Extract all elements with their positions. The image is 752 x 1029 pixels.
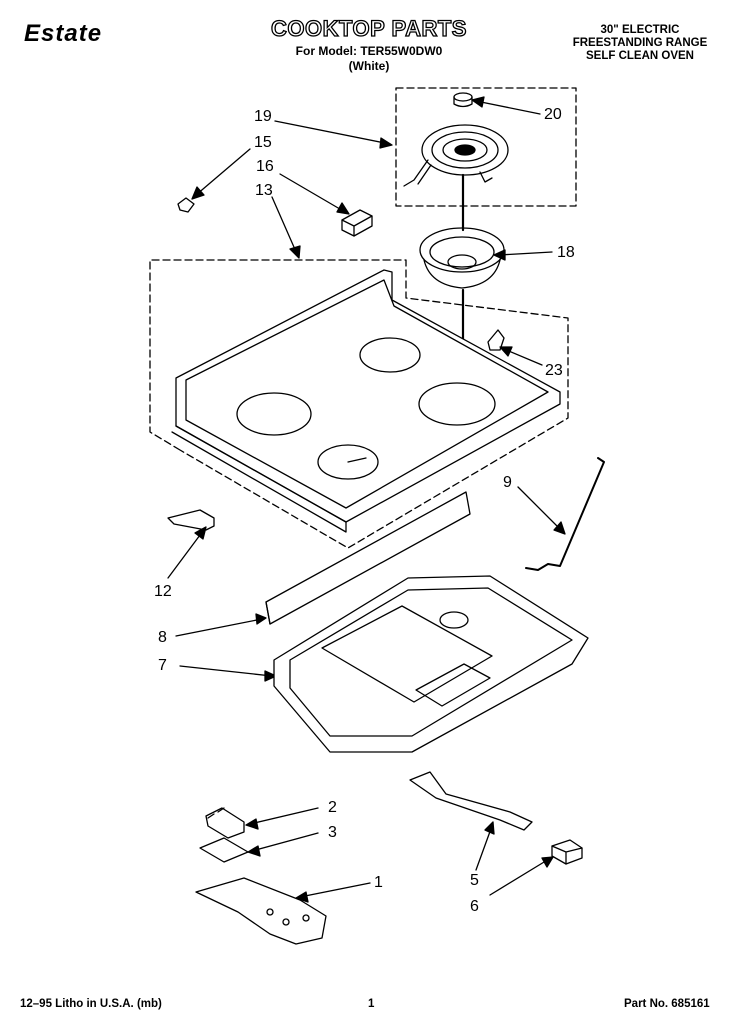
callout-19: 19 [254,108,272,125]
callout-5: 5 [470,872,479,889]
bracket-drawing [488,330,504,350]
page-title: COOKTOP PARTS [270,15,467,41]
panel-drawing [266,492,470,624]
switch-drawing [206,808,244,838]
strap-drawing [410,772,532,830]
rod-drawing [526,458,604,570]
callout-9: 9 [503,474,512,491]
callout-15: 15 [254,134,272,151]
callout-1: 1 [374,874,383,891]
assembly-boundaries [150,88,576,548]
cooktop-drawing [172,270,560,532]
mounting-bracket-drawing [196,878,326,944]
callout-12: 12 [154,583,172,600]
callout-2: 2 [328,799,337,816]
callout-7: 7 [158,657,167,674]
litho-note: 12–95 Litho in U.S.A. (mb) [20,998,162,1010]
color-line: (White) [348,59,390,73]
part-number: Part No. 685161 [624,998,710,1010]
callout-18: 18 [557,244,575,261]
callout-16: 16 [256,158,274,175]
callout-3: 3 [328,824,337,841]
element-knob-drawing [454,93,472,107]
callout-23: 23 [545,362,563,379]
terminal-block-drawing [342,210,372,236]
leader-lines [168,97,565,902]
block-drawing [552,840,582,864]
callout-13: 13 [255,182,273,199]
callout-20: 20 [544,106,562,123]
description-line-1: 30" ELECTRIC [600,24,680,36]
surface-element-drawing [404,125,508,186]
clip-drawing [178,198,194,212]
callout-6: 6 [470,898,479,915]
description-line-3: SELF CLEAN OVEN [586,50,694,62]
bottom-tray-drawing [274,576,588,752]
model-line: For Model: TER55W0DW0 [295,44,443,58]
hinge-drawing [168,510,214,530]
callout-8: 8 [158,629,167,646]
description-line-2: FREESTANDING RANGE [572,37,708,49]
brand-logo: Estate [24,20,103,47]
insulator-drawing [200,838,248,862]
page-number: 1 [368,998,375,1010]
